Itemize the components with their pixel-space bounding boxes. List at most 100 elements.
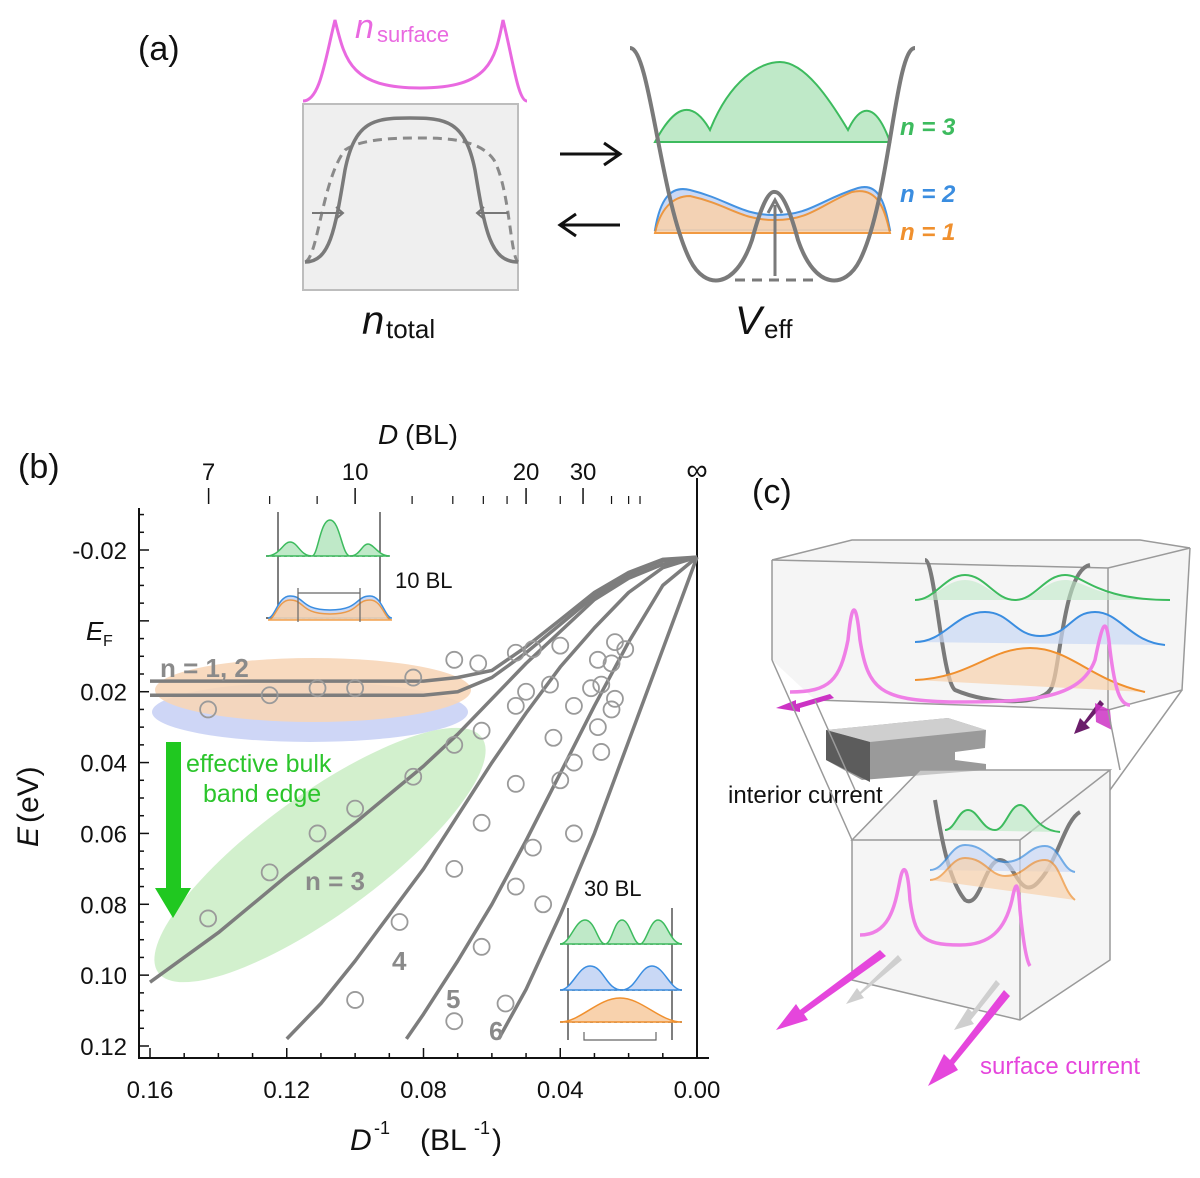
n-total-box — [302, 103, 519, 291]
lower-box — [776, 769, 1113, 1086]
y-tick-label: 0.10 — [80, 963, 127, 990]
data-point — [260, 686, 279, 705]
x-axis-unit-close: ) — [492, 1124, 502, 1157]
data-point — [551, 636, 570, 655]
x-tick-label: 0.08 — [400, 1077, 447, 1104]
top-axis-tick-label: 10 — [342, 459, 369, 486]
panel-a: (a) n surface n total n = 3 n = — [138, 8, 956, 344]
data-point — [565, 696, 583, 715]
x-tick-label: 0.04 — [537, 1077, 584, 1104]
annot-n5: 5 — [446, 984, 460, 1014]
data-point — [565, 824, 583, 843]
data-point — [524, 640, 542, 659]
data-point — [346, 799, 365, 818]
series-line-4 — [497, 556, 699, 1040]
data-point — [346, 679, 365, 698]
data-point — [445, 859, 464, 878]
state-label-n3: n = 3 — [900, 114, 956, 141]
plot-curves — [148, 555, 699, 1041]
n12-orange-band — [155, 658, 471, 722]
top-axis-tick-label: 30 — [570, 459, 597, 486]
series-line-0 — [150, 555, 698, 698]
n-total-solid-curve — [304, 116, 519, 264]
n-surface-sub: surface — [377, 22, 449, 47]
bulk-label-line2: band edge — [203, 780, 321, 808]
data-point — [308, 824, 327, 843]
ef-main: E — [86, 616, 104, 646]
data-point — [506, 774, 525, 793]
data-point — [496, 994, 515, 1013]
series-line-1 — [148, 555, 698, 984]
data-point — [517, 682, 535, 701]
series-line-3 — [404, 555, 699, 1040]
top-axis-title-D: D — [378, 419, 398, 450]
data-point — [469, 654, 488, 673]
data-point — [524, 838, 542, 857]
n-total-dashed-curve — [304, 136, 520, 264]
top-axis-tick-label: 7 — [202, 459, 215, 486]
data-point — [602, 654, 621, 673]
panel-c: (c) interior current — [728, 473, 1191, 1086]
n-total-sub: total — [386, 314, 435, 344]
y-tick-label: -0.02 — [72, 538, 127, 565]
annot-n4: 4 — [392, 946, 407, 976]
data-point — [588, 718, 607, 737]
x-axis-unit: (BL — [420, 1124, 467, 1157]
y-tick-label: 0.06 — [80, 821, 127, 848]
y-tick-label: 0.12 — [80, 1034, 127, 1061]
upper-box — [771, 539, 1191, 734]
state-label-n2: n = 2 — [900, 181, 956, 208]
n-total-main: n — [362, 299, 384, 343]
data-point — [472, 813, 491, 832]
n-surface-curve — [302, 19, 528, 103]
bulk-edge-arrow — [155, 742, 191, 918]
inset-10bl-label: 10 BL — [395, 568, 453, 593]
v-eff-diagram — [629, 46, 916, 283]
data-point — [506, 643, 525, 662]
data-point — [606, 689, 624, 708]
inset-30bl — [559, 908, 683, 1041]
data-point — [506, 696, 525, 715]
data-point — [534, 895, 553, 914]
v-eff-sub: eff — [764, 314, 793, 344]
x-tick-label: 0.12 — [263, 1077, 310, 1104]
panel-a-label: (a) — [138, 30, 180, 68]
data-point — [445, 735, 464, 754]
data-point — [592, 743, 611, 761]
data-point — [588, 650, 607, 669]
data-point — [551, 771, 570, 790]
interior-current-block — [826, 718, 986, 782]
data-point — [404, 767, 423, 786]
data-point — [606, 633, 624, 652]
data-point — [445, 1012, 464, 1031]
y-tick-label: 0.08 — [80, 892, 127, 919]
surface-current-label: surface current — [980, 1053, 1140, 1080]
data-point — [308, 679, 327, 698]
x-axis-title-sup: -1 — [374, 1118, 390, 1138]
y-axis-title: E (eV) — [12, 766, 45, 847]
v-eff-main: V — [735, 299, 765, 343]
data-point — [506, 877, 525, 896]
y-tick-label: 0.04 — [80, 751, 127, 778]
panel-b-label: (b) — [18, 448, 60, 486]
data-point — [602, 700, 621, 719]
data-point — [199, 700, 218, 719]
plot-points — [199, 633, 635, 1031]
panel-b: (b) D (BL) -0.020.020.040.060.080.100.12… — [12, 419, 720, 1157]
box-connectors — [771, 659, 1183, 841]
x-axis-unit-sup: -1 — [474, 1118, 490, 1138]
top-axis-title-unit: (BL) — [405, 419, 458, 450]
bulk-label-line1: effective bulk — [186, 750, 332, 778]
data-point — [199, 909, 218, 928]
ef-sub: F — [103, 633, 113, 650]
data-point — [472, 937, 491, 956]
top-axis-tick-label: ∞ — [686, 454, 707, 487]
panel-c-label: (c) — [752, 473, 792, 511]
data-point — [404, 668, 423, 687]
data-point — [544, 728, 563, 747]
data-point — [346, 991, 365, 1009]
x-tick-label: 0.00 — [674, 1077, 721, 1104]
data-point — [445, 650, 464, 669]
